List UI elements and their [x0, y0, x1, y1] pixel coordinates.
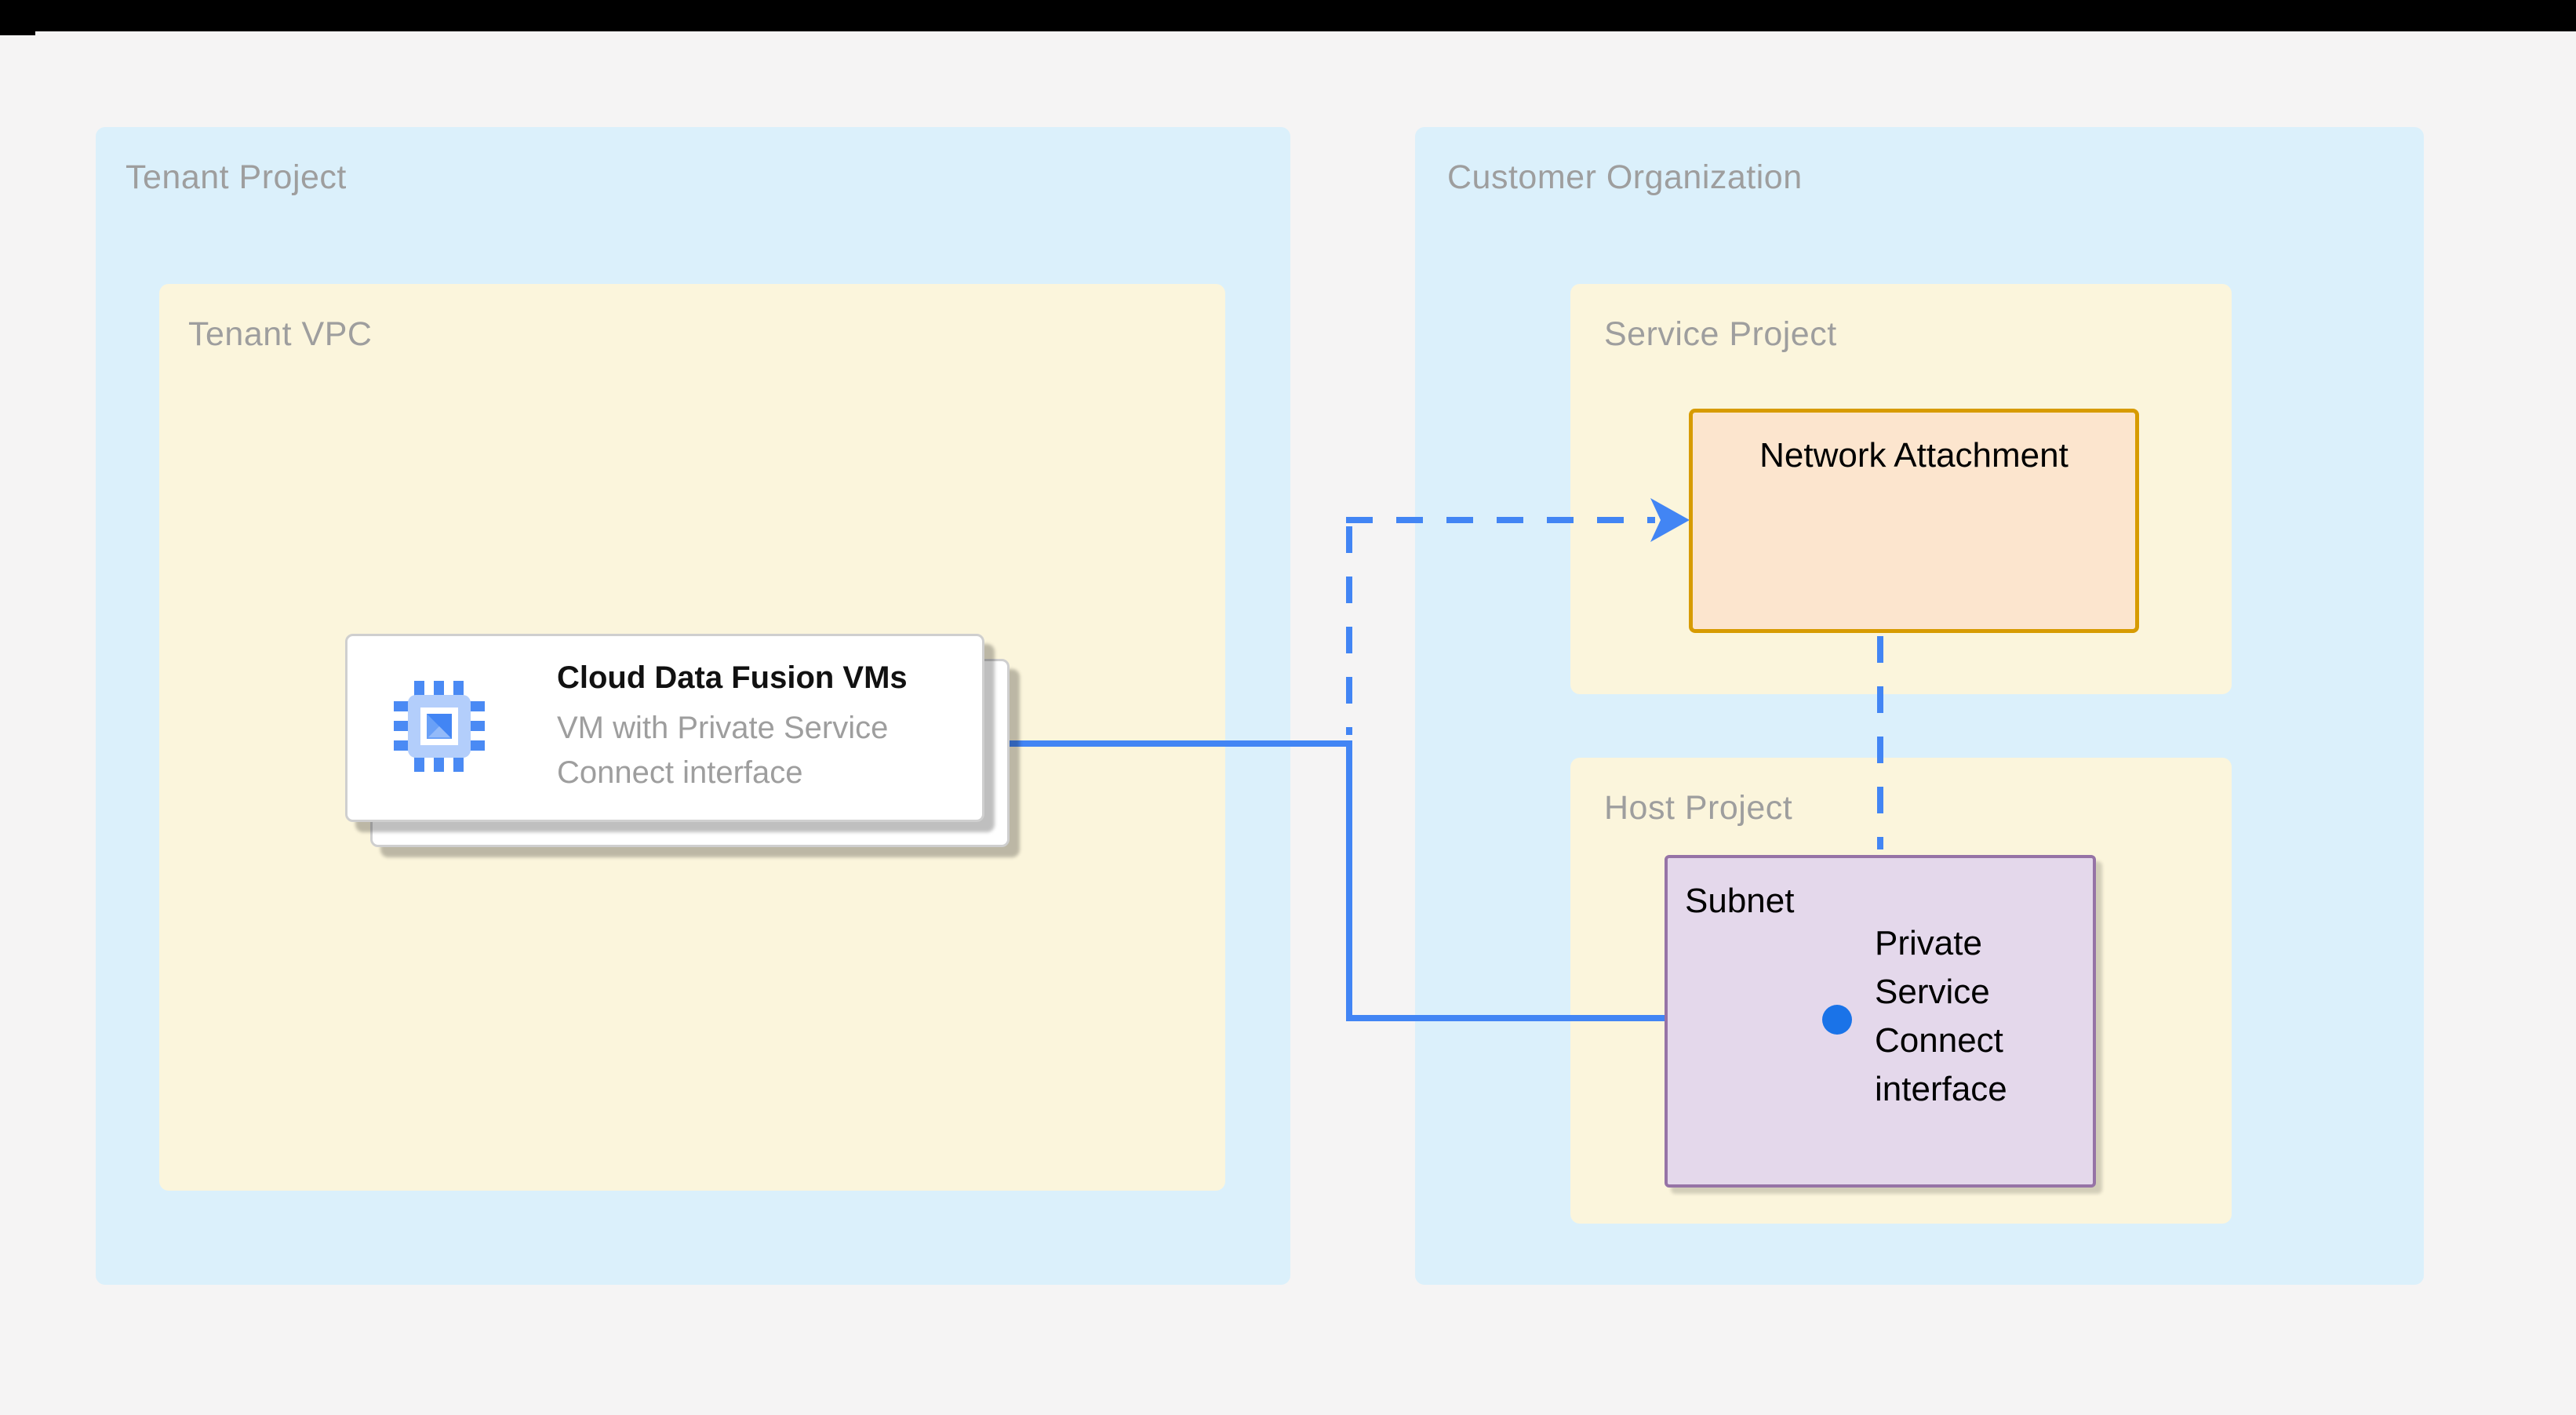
network-attachment-node[interactable]: [1689, 409, 2139, 633]
connector-network-attachment-to-subnet-dashed: [1877, 636, 1883, 849]
connector-vm-to-psc-segment-3: [1346, 1015, 1787, 1021]
psc-interface-label: Private Service Connect interface: [1875, 924, 2007, 1108]
host-project-label: Host Project: [1604, 789, 1793, 827]
arrowhead-into-network-attachment: [1650, 498, 1690, 542]
network-attachment-label: Network Attachment: [1759, 436, 2068, 475]
psc-interface-endpoint-dot: [1822, 1005, 1852, 1035]
customer-organization-label: Customer Organization: [1447, 158, 1803, 196]
tenant-project-label: Tenant Project: [126, 158, 347, 196]
connector-vm-to-network-attachment-dashed: [1346, 517, 1655, 523]
top-black-bar-notch: [0, 31, 35, 35]
vm-card-title: Cloud Data Fusion VMs: [557, 660, 908, 695]
subnet-label: Subnet: [1685, 882, 1795, 920]
subnet-node[interactable]: [1665, 855, 2096, 1188]
connector-vm-junction-dashed-vertical: [1346, 526, 1352, 735]
connector-vm-to-psc-segment-1: [998, 740, 1352, 747]
service-project-label: Service Project: [1604, 315, 1837, 353]
top-black-bar: [0, 0, 2576, 31]
connector-vm-to-psc-segment-2: [1346, 740, 1352, 1021]
compute-engine-chip-icon: [394, 681, 485, 772]
vm-card-subtitle: VM with Private Service Connect interfac…: [557, 711, 889, 790]
tenant-vpc-label: Tenant VPC: [188, 315, 373, 353]
